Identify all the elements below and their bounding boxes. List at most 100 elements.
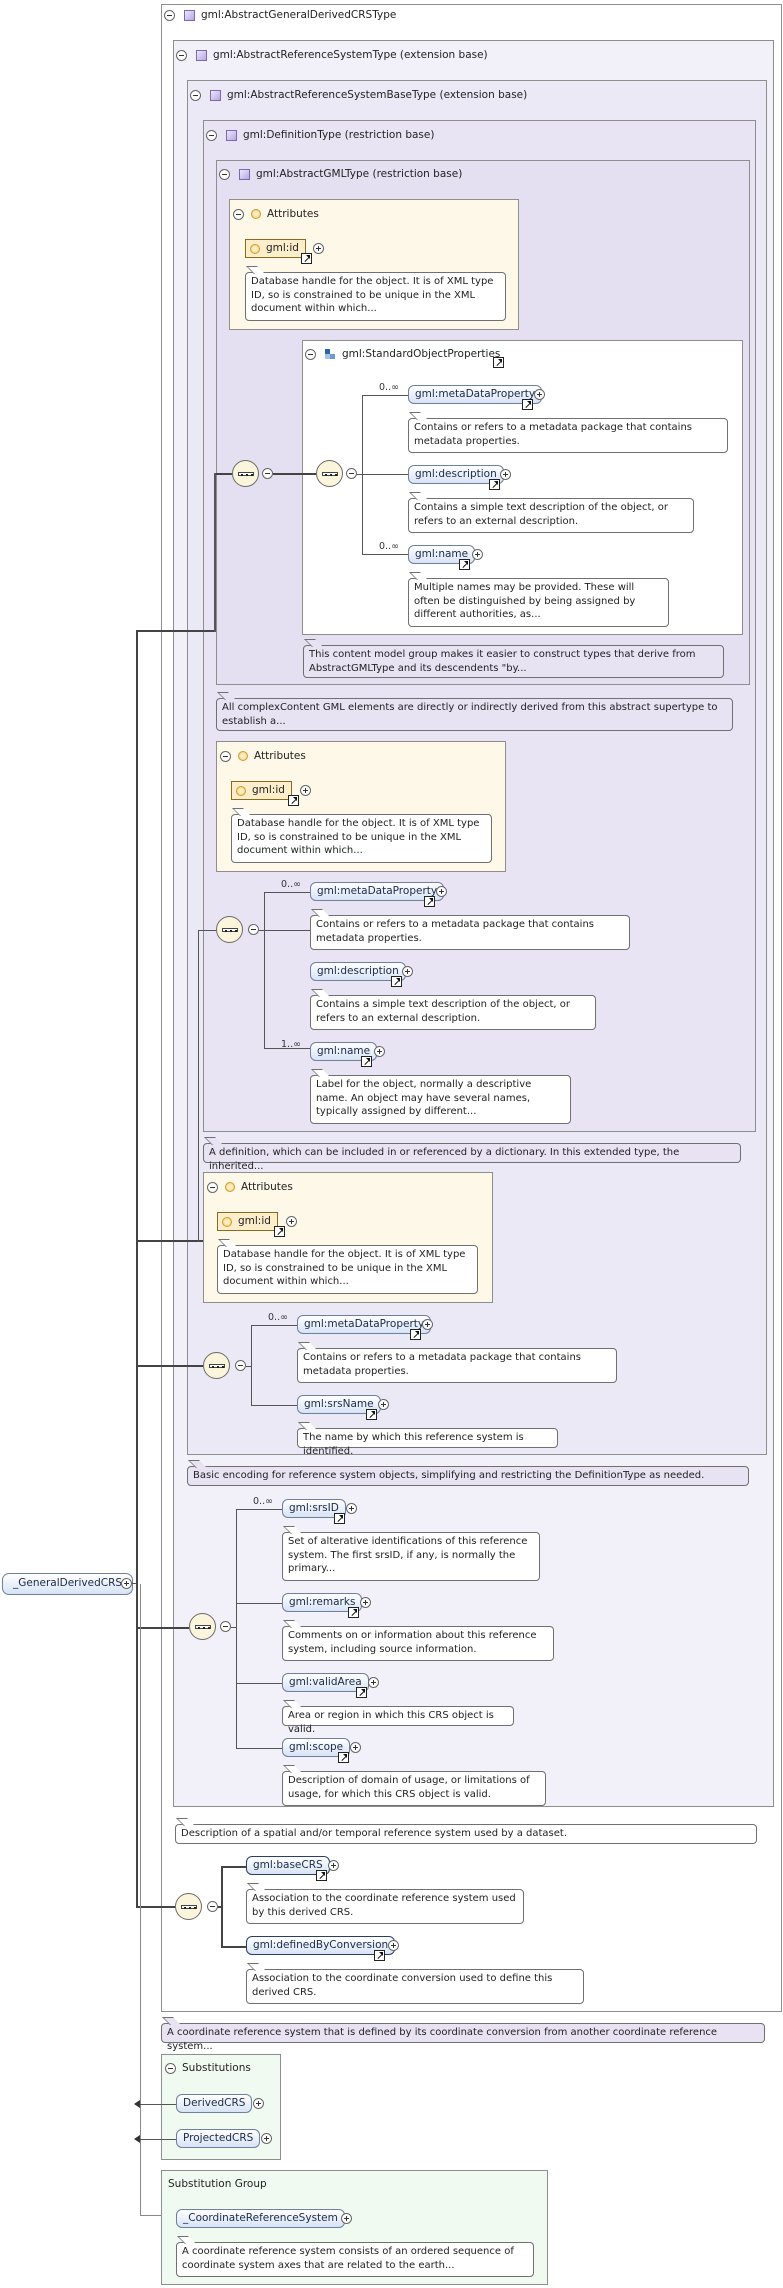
doc-note: Contains a simple text description of th… bbox=[310, 995, 596, 1030]
reference-link-icon[interactable] bbox=[410, 1329, 421, 1340]
complex-type-icon bbox=[196, 49, 207, 61]
collapse-icon[interactable] bbox=[262, 468, 273, 479]
reference-link-icon[interactable] bbox=[459, 559, 470, 570]
element-metadata-property[interactable]: gml:metaDataProperty bbox=[408, 385, 543, 404]
reference-link-icon[interactable] bbox=[348, 1607, 359, 1618]
reference-link-icon[interactable] bbox=[361, 1056, 372, 1067]
substitution-derived-crs[interactable]: DerivedCRS bbox=[176, 2094, 253, 2113]
type-header-ref-system-base[interactable]: gml:AbstractReferenceSystemBaseType (ext… bbox=[190, 87, 527, 103]
element-valid-area[interactable]: gml:validArea bbox=[282, 1673, 369, 1692]
expand-icon[interactable] bbox=[286, 1216, 297, 1227]
doc-note: Association to the coordinate conversion… bbox=[246, 1969, 584, 2004]
expand-icon[interactable] bbox=[261, 2133, 272, 2144]
collapse-icon[interactable] bbox=[233, 208, 244, 220]
doc-note: Area or region in which this CRS object … bbox=[282, 1706, 514, 1735]
type-header-definition[interactable]: gml:DefinitionType (restriction base) bbox=[206, 127, 434, 143]
collapse-icon[interactable] bbox=[164, 9, 175, 21]
reference-link-icon[interactable] bbox=[356, 1687, 367, 1698]
doc-note: Comments on or information about this re… bbox=[282, 1626, 554, 1661]
element-scope[interactable]: gml:scope bbox=[282, 1738, 351, 1757]
reference-link-icon[interactable] bbox=[391, 976, 402, 987]
reference-link-icon[interactable] bbox=[316, 1870, 327, 1881]
multiplicity-label: 0..∞ bbox=[281, 879, 301, 890]
expand-icon[interactable] bbox=[374, 1046, 385, 1057]
reference-link-icon[interactable] bbox=[374, 1950, 385, 1961]
reference-link-icon[interactable] bbox=[522, 399, 533, 410]
expand-icon[interactable] bbox=[388, 1940, 399, 1951]
expand-icon[interactable] bbox=[436, 886, 447, 897]
expand-icon[interactable] bbox=[313, 243, 324, 254]
expand-icon[interactable] bbox=[346, 1503, 357, 1514]
element-metadata-property[interactable]: gml:metaDataProperty bbox=[310, 882, 445, 901]
element-srs-id[interactable]: gml:srsID bbox=[282, 1499, 346, 1518]
multiplicity-label: 0..∞ bbox=[253, 1496, 273, 1507]
attribute-gml-id[interactable]: gml:id bbox=[231, 781, 292, 800]
complex-type-icon bbox=[184, 9, 195, 21]
collapse-icon[interactable] bbox=[176, 49, 187, 61]
expand-icon[interactable] bbox=[341, 2213, 352, 2224]
collapse-icon[interactable] bbox=[207, 1901, 218, 1912]
expand-icon[interactable] bbox=[422, 1319, 433, 1330]
collapse-icon[interactable] bbox=[190, 89, 201, 101]
expand-icon[interactable] bbox=[402, 966, 413, 977]
element-srs-name[interactable]: gml:srsName bbox=[297, 1395, 381, 1414]
collapse-icon[interactable] bbox=[207, 1181, 218, 1193]
collapse-icon[interactable] bbox=[305, 348, 316, 360]
expand-icon[interactable] bbox=[350, 1742, 361, 1753]
group-header-standard-props[interactable]: gml:StandardObjectProperties bbox=[305, 346, 500, 362]
attribute-gml-id[interactable]: gml:id bbox=[217, 1212, 278, 1231]
collapse-icon[interactable] bbox=[235, 1360, 246, 1371]
expand-icon[interactable] bbox=[253, 2098, 264, 2109]
expand-icon[interactable] bbox=[360, 1597, 371, 1608]
attribute-name: gml:id bbox=[238, 1215, 271, 1227]
attributes-header[interactable]: Attributes bbox=[220, 748, 306, 764]
substitution-projected-crs[interactable]: ProjectedCRS bbox=[176, 2129, 261, 2148]
root-element-general-derived-crs[interactable]: _GeneralDerivedCRS bbox=[2, 1573, 134, 1595]
reference-link-icon[interactable] bbox=[334, 1513, 345, 1524]
doc-note: Contains a simple text description of th… bbox=[408, 498, 694, 533]
collapse-icon[interactable] bbox=[248, 924, 259, 935]
reference-link-icon[interactable] bbox=[366, 1409, 377, 1420]
expand-icon[interactable] bbox=[534, 389, 545, 400]
element-description[interactable]: gml:description bbox=[310, 962, 406, 981]
collapse-icon[interactable] bbox=[220, 750, 231, 762]
expand-icon[interactable] bbox=[472, 549, 483, 560]
reference-link-icon[interactable] bbox=[489, 479, 500, 490]
doc-note: Contains or refers to a metadata package… bbox=[408, 418, 728, 453]
reference-link-icon[interactable] bbox=[288, 795, 299, 806]
element-metadata-property[interactable]: gml:metaDataProperty bbox=[297, 1315, 432, 1334]
complex-type-icon bbox=[210, 89, 221, 101]
attribute-gml-id[interactable]: gml:id bbox=[245, 239, 306, 258]
collapse-icon[interactable] bbox=[346, 468, 357, 479]
substitutions-header[interactable]: Substitutions bbox=[165, 2060, 251, 2076]
type-header-general-derived[interactable]: gml:AbstractGeneralDerivedCRSType bbox=[164, 7, 396, 23]
collapse-icon[interactable] bbox=[220, 1621, 231, 1632]
collapse-icon[interactable] bbox=[206, 129, 217, 141]
collapse-icon[interactable] bbox=[121, 1578, 132, 1589]
element-base-crs[interactable]: gml:baseCRS bbox=[246, 1856, 330, 1875]
expand-icon[interactable] bbox=[300, 785, 311, 796]
reference-link-icon[interactable] bbox=[493, 357, 504, 368]
type-header-abstract-gml[interactable]: gml:AbstractGMLType (restriction base) bbox=[219, 166, 462, 182]
type-header-ref-system[interactable]: gml:AbstractReferenceSystemType (extensi… bbox=[176, 47, 488, 63]
element-remarks[interactable]: gml:remarks bbox=[282, 1593, 363, 1612]
doc-note: A coordinate reference system that is de… bbox=[161, 2023, 765, 2052]
expand-icon[interactable] bbox=[328, 1860, 339, 1871]
collapse-icon[interactable] bbox=[219, 168, 230, 180]
element-description[interactable]: gml:description bbox=[408, 465, 504, 484]
expand-icon[interactable] bbox=[500, 469, 511, 480]
model-group-icon bbox=[325, 348, 336, 360]
expand-icon[interactable] bbox=[368, 1677, 379, 1688]
type-name: gml:AbstractReferenceSystemBaseType (ext… bbox=[227, 89, 528, 101]
collapse-icon[interactable] bbox=[165, 2062, 176, 2074]
doc-note: Description of domain of usage, or limit… bbox=[282, 1771, 546, 1806]
expand-icon[interactable] bbox=[378, 1399, 389, 1410]
reference-link-icon[interactable] bbox=[338, 1752, 349, 1763]
attributes-header[interactable]: Attributes bbox=[207, 1179, 293, 1195]
substitution-group-element[interactable]: _CoordinateReferenceSystem bbox=[176, 2209, 345, 2228]
reference-link-icon[interactable] bbox=[274, 1226, 285, 1237]
attributes-header[interactable]: Attributes bbox=[233, 206, 319, 222]
reference-link-icon[interactable] bbox=[301, 253, 312, 264]
element-defined-by-conversion[interactable]: gml:definedByConversion bbox=[246, 1936, 396, 1955]
reference-link-icon[interactable] bbox=[424, 896, 435, 907]
